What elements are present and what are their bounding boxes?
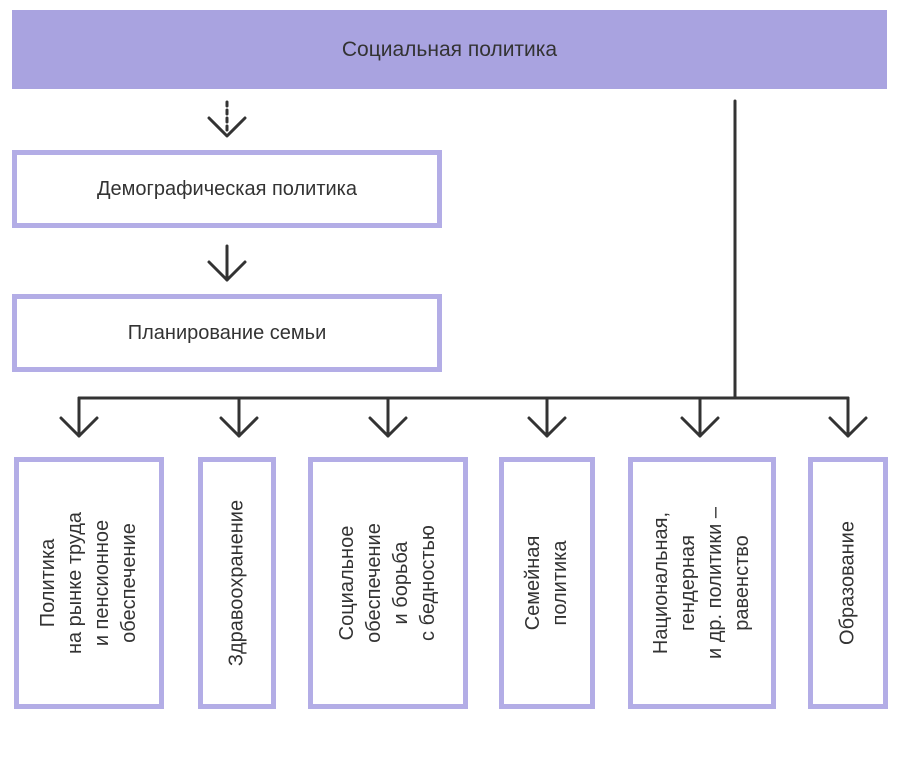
social-policy-header: Социальная политика [12,10,887,89]
arrow-down-icon [219,416,259,438]
arrow-down-icon [828,416,868,438]
social-security-poverty-box: Социальное обеспечение и борьба с беднос… [308,457,468,709]
social-policy-title: Социальная политика [341,37,558,61]
education-box: Образование [808,457,888,709]
family-planning-box: Планирование семьи [12,294,442,372]
arrow-down-icon [59,416,99,438]
family-planning-label: Планирование семьи [127,321,327,344]
arrow-down-icon [207,116,247,138]
equality-policies-box: Национальная, гендерная и др. политики –… [628,457,776,709]
arrow-down-icon [680,416,720,438]
demographic-policy-label: Демографическая политика [97,177,357,200]
demographic-policy-box: Демографическая политика [12,150,442,228]
labor-market-pension-box: Политика на рынке труда и пенсионное обе… [14,457,164,709]
healthcare-box: Здравоохранение [198,457,276,709]
family-policy-box: Семейная политика [499,457,595,709]
arrow-down-icon [368,416,408,438]
arrow-down-icon [527,416,567,438]
arrow-down-icon [207,260,247,282]
